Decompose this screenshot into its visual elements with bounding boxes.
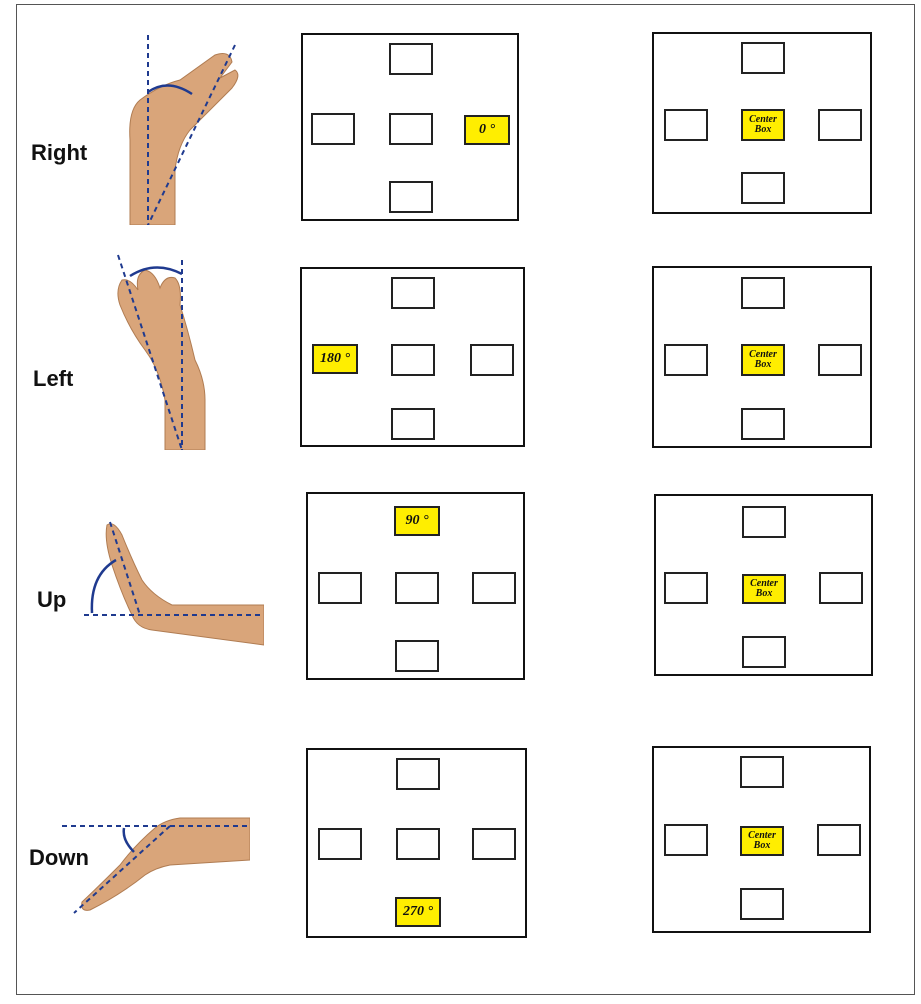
bottom-box — [741, 172, 785, 204]
home-panel-left: Center Box — [652, 266, 872, 448]
right-box — [817, 824, 861, 856]
top-box — [741, 277, 785, 309]
right-box — [472, 572, 516, 604]
right-box — [818, 109, 862, 141]
left-box — [318, 828, 362, 860]
right-box — [472, 828, 516, 860]
top-box — [391, 277, 435, 309]
right-box — [819, 572, 863, 604]
bottom-box — [391, 408, 435, 440]
bottom-box — [741, 408, 785, 440]
row-label-down: Down — [29, 845, 89, 870]
home-panel-down: Center Box — [652, 746, 871, 933]
target-panel-right: 0 ° — [301, 33, 519, 221]
center-box — [396, 828, 440, 860]
target-box-right: 0 ° — [464, 115, 510, 145]
hand-flexion-down-illustration — [62, 817, 250, 914]
target-box-left: 180 ° — [312, 344, 358, 374]
center-box-label-line1: Center — [749, 114, 777, 125]
bottom-box — [740, 888, 784, 920]
center-box-label-line2: Box — [755, 588, 773, 599]
top-box — [742, 506, 786, 538]
center-box-label-line1: Center — [749, 349, 777, 360]
left-box — [664, 344, 708, 376]
center-box-label-line2: Box — [754, 359, 772, 370]
row-label-up: Up — [37, 587, 67, 612]
center-box — [391, 344, 435, 376]
left-box — [318, 572, 362, 604]
center-box-label-line2: Box — [753, 840, 771, 851]
left-box — [664, 824, 708, 856]
left-box — [311, 113, 355, 145]
bottom-box — [742, 636, 786, 668]
target-box-down: 270 ° — [395, 897, 441, 927]
row-label-right: Right — [31, 140, 88, 165]
center-box-highlighted: Center Box — [741, 344, 785, 376]
left-box — [664, 109, 708, 141]
target-panel-down: 270 ° — [306, 748, 527, 938]
right-box — [470, 344, 514, 376]
center-box — [395, 572, 439, 604]
target-panel-left: 180 ° — [300, 267, 525, 447]
center-box-highlighted: Center Box — [740, 826, 784, 856]
home-panel-up: Center Box — [654, 494, 873, 676]
top-box — [741, 42, 785, 74]
center-box — [389, 113, 433, 145]
target-panel-up: 90 ° — [306, 492, 525, 680]
right-box — [818, 344, 862, 376]
target-box-up: 90 ° — [394, 506, 440, 536]
top-box — [740, 756, 784, 788]
row-label-left: Left — [33, 366, 74, 391]
hand-extension-up-illustration — [84, 521, 264, 646]
top-box — [396, 758, 440, 790]
top-box — [389, 43, 433, 75]
center-box-label-line2: Box — [754, 124, 772, 135]
bottom-box — [389, 181, 433, 213]
home-panel-right: Center Box — [652, 32, 872, 214]
hand-right-deviation-illustration — [129, 35, 239, 225]
bottom-box — [395, 640, 439, 672]
hand-left-deviation-illustration — [117, 254, 206, 450]
center-box-highlighted: Center Box — [742, 574, 786, 604]
left-box — [664, 572, 708, 604]
center-box-label-line1: Center — [750, 578, 778, 589]
center-box-highlighted: Center Box — [741, 109, 785, 141]
center-box-label-line1: Center — [748, 830, 776, 841]
